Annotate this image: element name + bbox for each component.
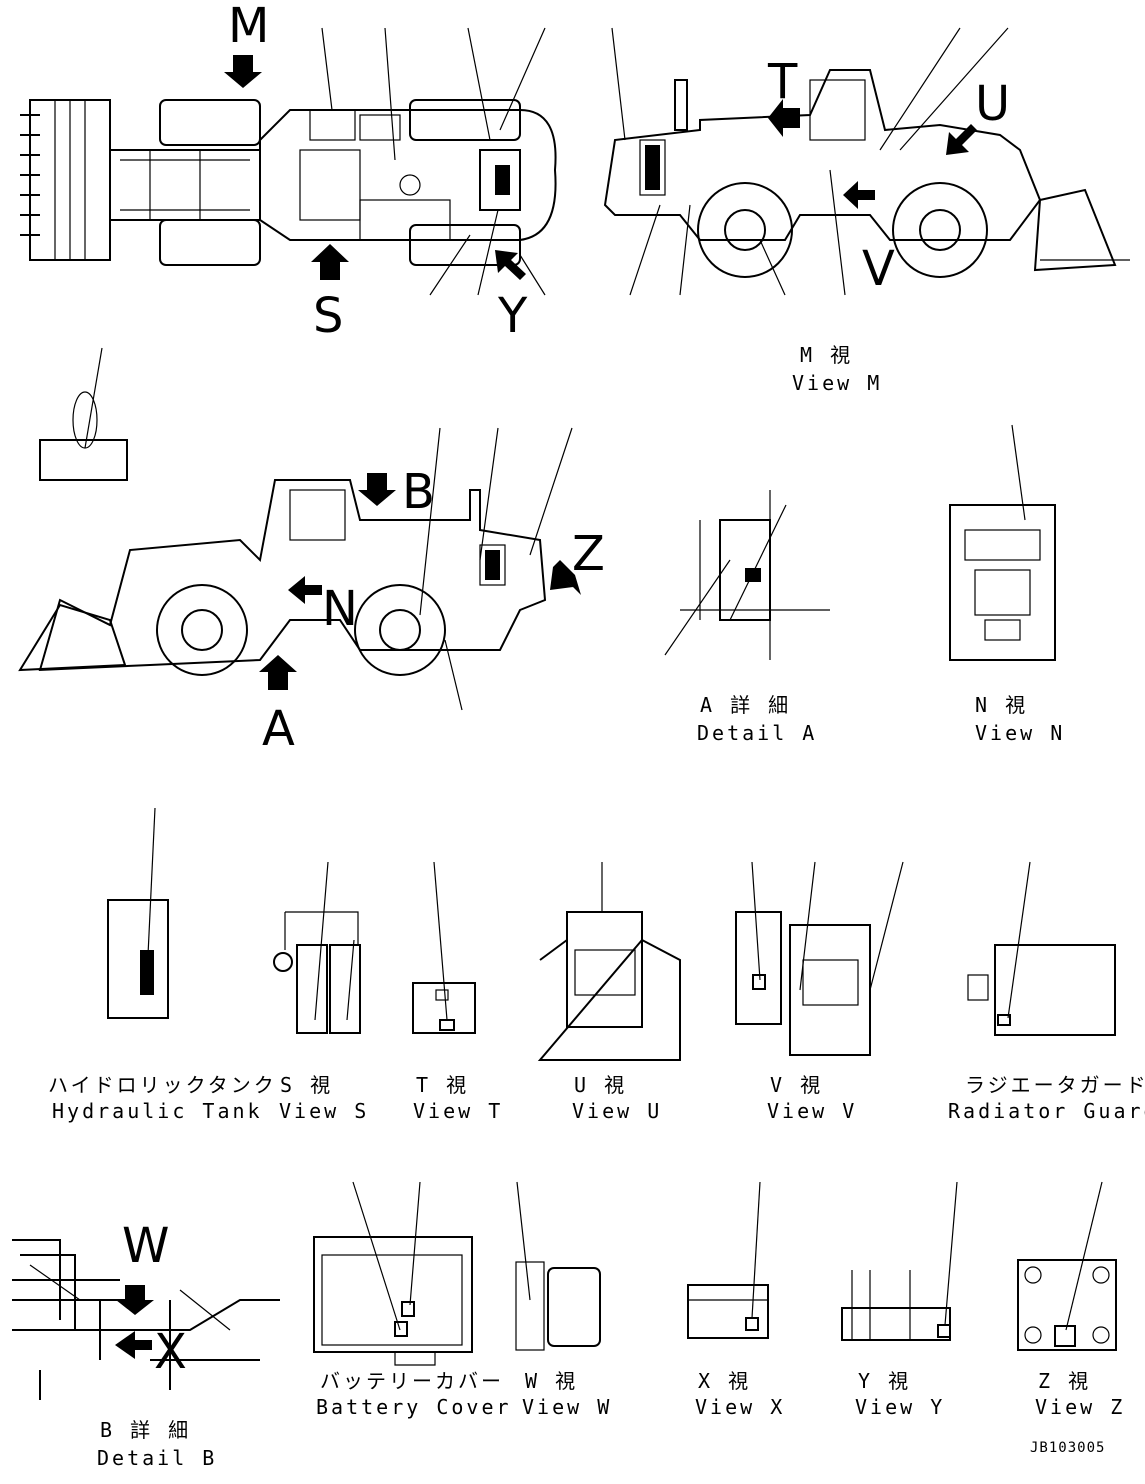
machine-view-m [603,27,1130,296]
caption-hydraulic-tank-en: Hydraulic Tank [52,1099,263,1123]
caption-view-m-jp: M 視 [800,343,853,367]
machine-top-view [20,27,557,296]
detail-a-drawing [664,490,830,660]
view-t-drawing [412,861,476,1034]
caption-view-w-jp: W 視 [525,1369,578,1393]
view-w-drawing [515,1181,601,1351]
view-letter-y: Y [497,288,528,344]
caption-radiator-guard-en: Radiator Guard [948,1099,1145,1123]
radiator-guard-drawing [967,861,1116,1036]
view-y-drawing [841,1181,958,1341]
caption-view-s-jp: S 視 [280,1073,333,1097]
caption-view-u-jp: U 視 [574,1073,627,1097]
caption-view-w-en: View W [522,1395,612,1419]
caption-view-n-jp: N 視 [975,693,1028,717]
caption-detail-a-jp: A 詳 細 [700,693,791,717]
view-s-drawing [273,861,361,1034]
view-letter-n: N [322,581,358,637]
caption-hydraulic-tank-jp: ハイドロリックタンク [48,1073,277,1097]
caption-view-y-en: View Y [855,1395,945,1419]
caption-view-x-jp: X 視 [698,1369,751,1393]
view-letter-b: B [402,464,435,520]
detail-b-drawing [12,1239,280,1400]
caption-view-v-jp: V 視 [770,1073,823,1097]
hydraulic-tank-drawing [107,807,169,1019]
view-letter-s: S [313,288,343,344]
document-id: JB103005 [1030,1440,1105,1456]
view-letter-m: M [228,0,269,54]
caption-view-y-jp: Y 視 [858,1369,911,1393]
view-letter-w: W [122,1218,169,1274]
caption-detail-a-en: Detail A [697,721,817,745]
caption-battery-cover-jp: バッテリーカバー [320,1369,504,1393]
view-z-drawing [1017,1181,1117,1351]
caption-radiator-guard-jp: ラジエータガード [965,1073,1145,1097]
caption-view-x-en: View X [695,1395,785,1419]
view-x-drawing [687,1181,769,1339]
view-u-drawing [537,862,681,1061]
battery-cover-drawing [313,1181,473,1366]
caption-detail-b-en: Detail B [97,1446,217,1470]
view-letter-v: V [862,241,895,297]
caption-view-v-en: View V [767,1099,857,1123]
caption-view-n-en: View N [975,721,1065,745]
view-letter-u: U [975,76,1010,132]
view-letter-z: Z [572,526,605,582]
view-n-drawing [949,424,1056,661]
caption-view-z-en: View Z [1035,1395,1125,1419]
caption-view-s-en: View S [279,1099,369,1123]
view-letter-x: X [154,1324,187,1380]
caption-view-z-jp: Z 視 [1038,1369,1091,1393]
plate-with-tag [39,347,128,481]
caption-battery-cover-en: Battery Cover [316,1395,512,1419]
caption-view-t-jp: T 視 [416,1073,469,1097]
view-letter-a: A [262,701,295,757]
view-letter-t: T [767,54,798,110]
machine-side-view [18,427,581,711]
caption-detail-b-jp: B 詳 細 [100,1418,191,1442]
caption-view-m-en: View M [792,371,882,395]
caption-view-u-en: View U [572,1099,662,1123]
caption-view-t-en: View T [413,1099,503,1123]
view-v-drawing [735,861,904,1056]
